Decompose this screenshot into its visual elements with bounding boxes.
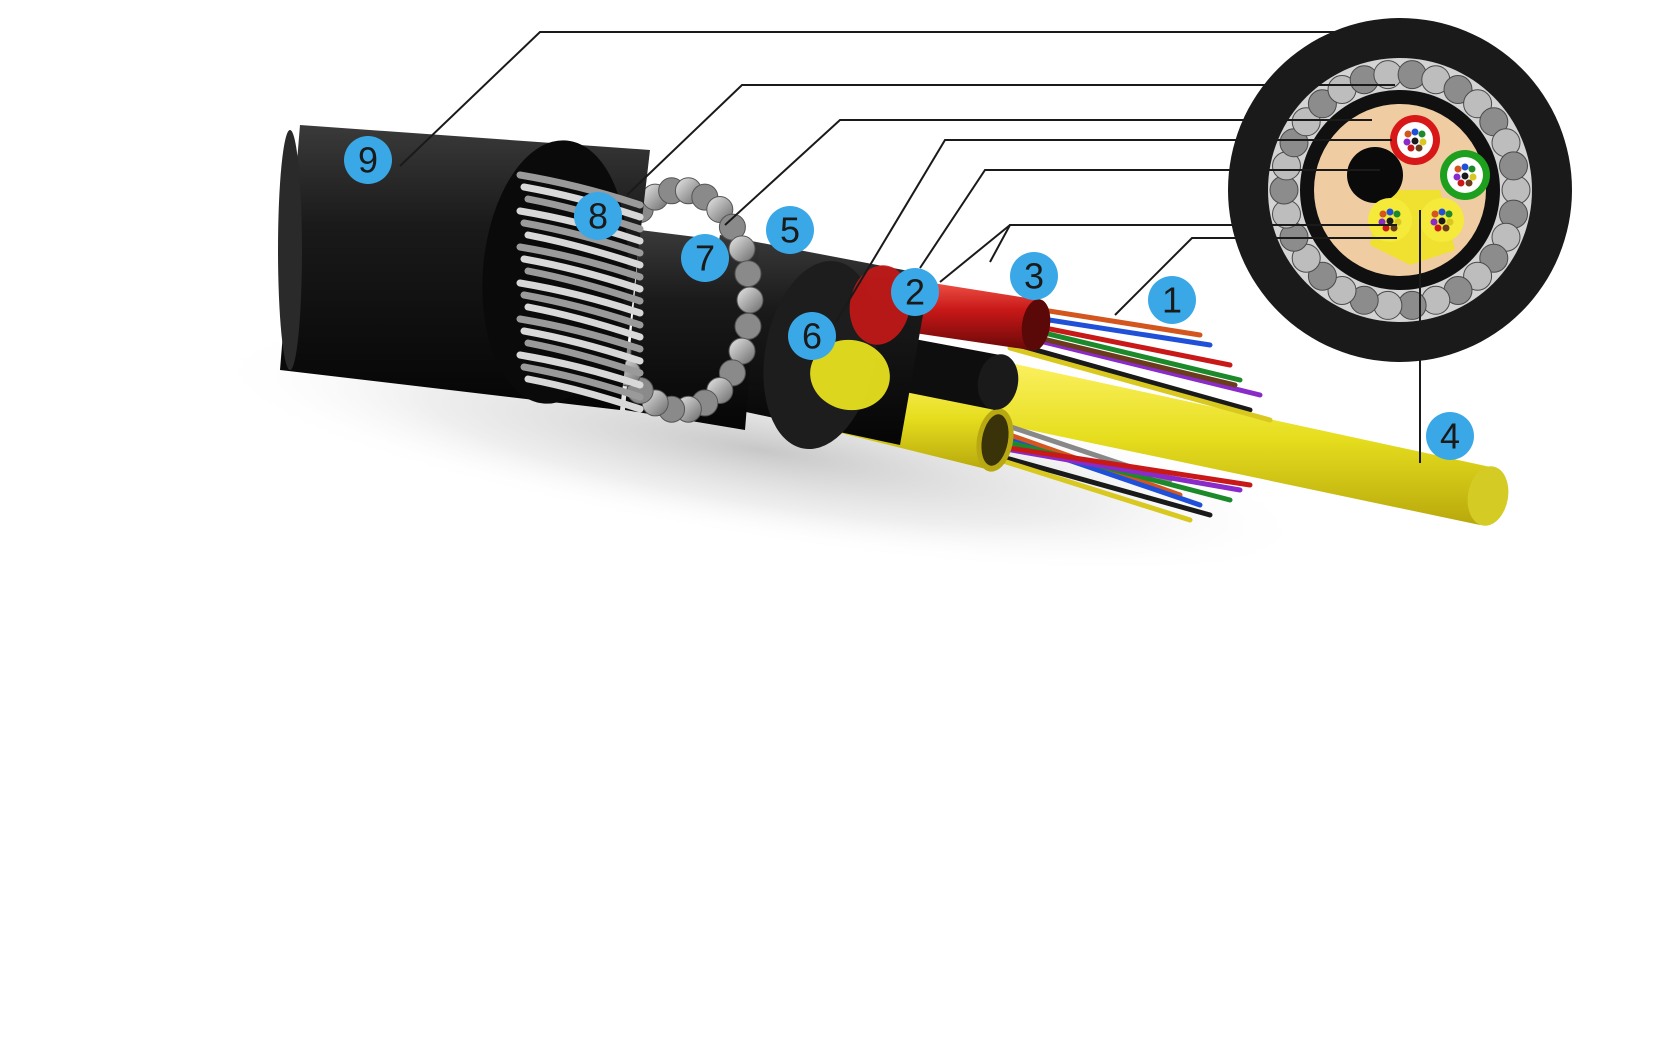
- steel-strand: [516, 171, 644, 209]
- cross-section-fiber: [1415, 144, 1423, 152]
- callout-9: 9: [344, 136, 392, 184]
- callout-6: 6: [788, 312, 836, 360]
- cross-section-wire: [1307, 89, 1337, 119]
- callout-5-label: 5: [780, 210, 800, 251]
- callout-8: 8: [574, 192, 622, 240]
- cross-section-wire: [1397, 60, 1427, 90]
- steel-strand: [516, 279, 644, 317]
- steel-strand: [520, 363, 644, 401]
- cross-section-fiber: [1386, 208, 1394, 216]
- cross-section-fiber: [1390, 224, 1398, 232]
- callout-4-label: 4: [1440, 416, 1460, 457]
- armor-wire: [736, 286, 764, 314]
- cross-section-wire: [1349, 65, 1379, 95]
- steel-strand: [516, 351, 644, 389]
- armor-wire: [734, 260, 762, 288]
- optical-fiber: [997, 457, 1193, 523]
- cross-section-wire: [1272, 199, 1301, 229]
- cross-section-fiber: [1445, 210, 1453, 218]
- cross-section-fiber: [1461, 163, 1469, 171]
- callout-8-label: 8: [588, 196, 608, 237]
- cross-section-fiber: [1438, 217, 1446, 225]
- steel-strand: [524, 339, 644, 377]
- cross-section-fiber: [1431, 210, 1439, 218]
- callout-6-label: 6: [802, 316, 822, 357]
- steel-strand: [524, 267, 644, 305]
- steel-strand: [524, 375, 644, 413]
- callout-9-label: 9: [358, 140, 378, 181]
- cross-section-fiber: [1379, 210, 1387, 218]
- cross-section-fiber: [1393, 210, 1401, 218]
- callout-2-label: 2: [905, 272, 925, 313]
- cross-section-fiber: [1382, 224, 1390, 232]
- leader-lines: [399, 31, 1421, 463]
- steel-strand: [520, 219, 644, 257]
- optical-fiber: [987, 442, 1253, 488]
- cross-section-fiber: [1411, 128, 1419, 136]
- cross-section-wire: [1327, 276, 1357, 305]
- cross-section-fiber: [1442, 224, 1450, 232]
- steel-strand: [520, 327, 644, 365]
- cross-section-wire: [1463, 261, 1493, 291]
- cross-section-fiber: [1468, 165, 1476, 173]
- fiber-bundle: [977, 297, 1273, 523]
- callout-4: 4: [1426, 412, 1474, 460]
- steel-strand: [524, 231, 644, 269]
- steel-strand: [524, 303, 644, 341]
- optical-fiber: [1007, 345, 1273, 423]
- callout-7: 7: [681, 234, 729, 282]
- cross-section-wire: [1501, 175, 1531, 205]
- cross-section-wire: [1421, 285, 1451, 315]
- cross-section-fiber: [1378, 218, 1386, 226]
- cross-section-fiber: [1430, 218, 1438, 226]
- cross-section-fiber: [1411, 137, 1419, 145]
- cross-section-fiber: [1403, 138, 1411, 146]
- cross-section-wire: [1373, 290, 1403, 320]
- cross-section-fiber: [1454, 165, 1462, 173]
- optical-fiber: [997, 337, 1253, 413]
- cross-section-fiber: [1461, 172, 1469, 180]
- cross-section-fiber: [1469, 173, 1477, 181]
- armor-wire: [728, 235, 756, 263]
- callout-3-label: 3: [1024, 256, 1044, 297]
- callout-1-label: 1: [1162, 280, 1182, 321]
- steel-strand: [516, 315, 644, 353]
- cross-section-wire: [1499, 151, 1528, 181]
- callout-2: 2: [891, 268, 939, 316]
- callout-1: 1: [1148, 276, 1196, 324]
- callout-3: 3: [1010, 252, 1058, 300]
- steel-strand: [520, 291, 644, 329]
- cross-section-fiber: [1407, 144, 1415, 152]
- cross-section-fiber: [1453, 173, 1461, 181]
- cross-section-fiber: [1418, 130, 1426, 138]
- steel-strand: [516, 243, 644, 281]
- callout-7-label: 7: [695, 238, 715, 279]
- yellow-tube-long: [935, 350, 1509, 526]
- cross-section-fiber: [1465, 179, 1473, 187]
- cross-section-fiber: [1457, 179, 1465, 187]
- outer-sheath: [278, 125, 650, 410]
- armor-wire: [734, 312, 762, 340]
- cross-section-fiber: [1386, 217, 1394, 225]
- callout-5: 5: [766, 206, 814, 254]
- cross-section-fiber: [1434, 224, 1442, 232]
- cross-section-fiber: [1404, 130, 1412, 138]
- cross-section-fiber: [1438, 208, 1446, 216]
- steel-strand: [520, 255, 644, 293]
- cross-section-wire: [1269, 175, 1299, 205]
- cross-section-fiber: [1394, 218, 1402, 226]
- optical-fiber: [992, 452, 1213, 518]
- cross-section-wire: [1443, 75, 1473, 104]
- cross-section-fiber: [1446, 218, 1454, 226]
- cable-cross-section: [1228, 18, 1572, 362]
- cross-section-fiber: [1419, 138, 1427, 146]
